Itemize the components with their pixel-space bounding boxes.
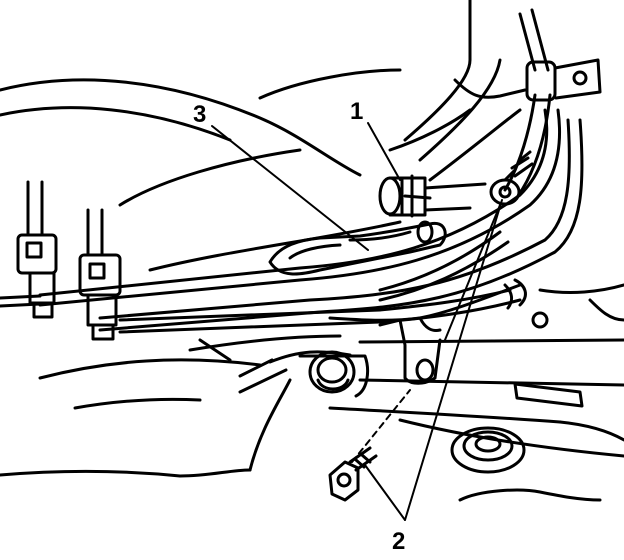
mounting-bracket-lower [378,316,442,385]
floor-grommet [450,426,526,474]
callout-2: 2 [392,528,406,555]
leader-2a [364,464,406,521]
body-panel-upper [0,0,527,272]
floor-stud [298,350,370,398]
brake-pipes [0,108,624,334]
leader-2b [404,199,503,521]
bolt-axis-upper [444,204,501,341]
connector-1 [378,174,487,218]
bolt-lower [328,446,378,502]
bolt-upper [489,150,534,206]
pipe-clip-upper [525,58,602,102]
leader-lines [211,122,503,521]
callout-3: 3 [193,101,207,128]
floor-features-right [513,298,624,408]
floor-pan [0,334,624,502]
leader-1 [367,122,401,181]
callout-1: 1 [350,98,364,125]
leader-3 [211,125,369,251]
hose-fitting-left-2 [78,208,122,341]
hose-fitting-left-1 [16,180,58,319]
bolt-axis-lower [351,389,411,463]
